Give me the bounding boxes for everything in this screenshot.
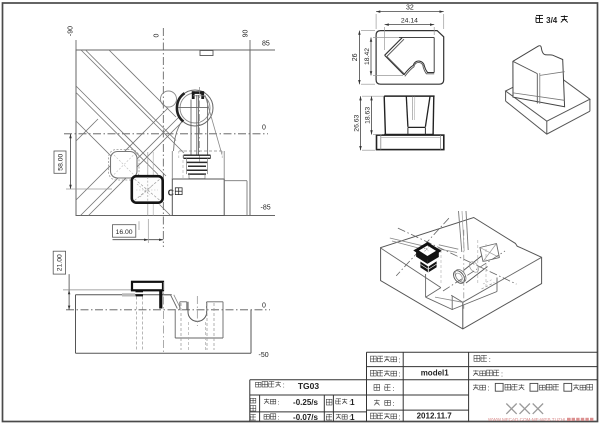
svg-text:3/4: 3/4 <box>546 16 558 25</box>
svg-text:C: C <box>168 187 174 197</box>
svg-text::: : <box>501 369 503 378</box>
svg-text::: : <box>278 415 280 422</box>
svg-text:58.00: 58.00 <box>57 153 64 170</box>
svg-text:16.00: 16.00 <box>116 229 133 236</box>
svg-text:85: 85 <box>262 41 270 48</box>
svg-text:WWW.MFCAD.COM-MF-WEB.TUZHI.DL: WWW.MFCAD.COM-MF-WEB.TUZHI.DL <box>488 417 573 422</box>
svg-text:-90: -90 <box>68 26 75 36</box>
svg-text:0: 0 <box>154 33 161 37</box>
svg-text::: : <box>349 399 351 406</box>
svg-text::: : <box>399 412 401 421</box>
svg-text:24.14: 24.14 <box>401 17 418 24</box>
svg-text:TG03: TG03 <box>298 381 320 391</box>
svg-text:26.63: 26.63 <box>353 114 360 131</box>
svg-text:18.42: 18.42 <box>364 48 371 65</box>
svg-text:0: 0 <box>262 125 266 132</box>
svg-text:32: 32 <box>406 4 414 11</box>
svg-text:-85: -85 <box>261 205 271 212</box>
svg-text:0: 0 <box>262 302 266 309</box>
svg-text:1: 1 <box>350 413 355 422</box>
svg-text::: : <box>399 355 401 364</box>
svg-text:2012.11.7: 2012.11.7 <box>417 411 453 420</box>
svg-text::: : <box>278 399 280 406</box>
svg-text::: : <box>392 399 394 408</box>
svg-text::: : <box>487 384 489 393</box>
svg-text:-50: -50 <box>259 352 269 359</box>
svg-text:26: 26 <box>352 53 359 61</box>
svg-text:18.63: 18.63 <box>364 107 371 124</box>
svg-text:-0.25/s: -0.25/s <box>293 398 318 407</box>
svg-text::: : <box>399 370 401 379</box>
svg-text::: : <box>349 415 351 422</box>
svg-text:model1: model1 <box>421 369 450 378</box>
svg-text::: : <box>392 384 394 393</box>
svg-text:21.00: 21.00 <box>57 254 64 271</box>
svg-text:1: 1 <box>350 398 355 407</box>
svg-text::: : <box>489 355 491 364</box>
svg-text::: : <box>283 383 285 390</box>
svg-text:90: 90 <box>243 30 250 38</box>
svg-text:-0.07/s: -0.07/s <box>293 413 318 422</box>
